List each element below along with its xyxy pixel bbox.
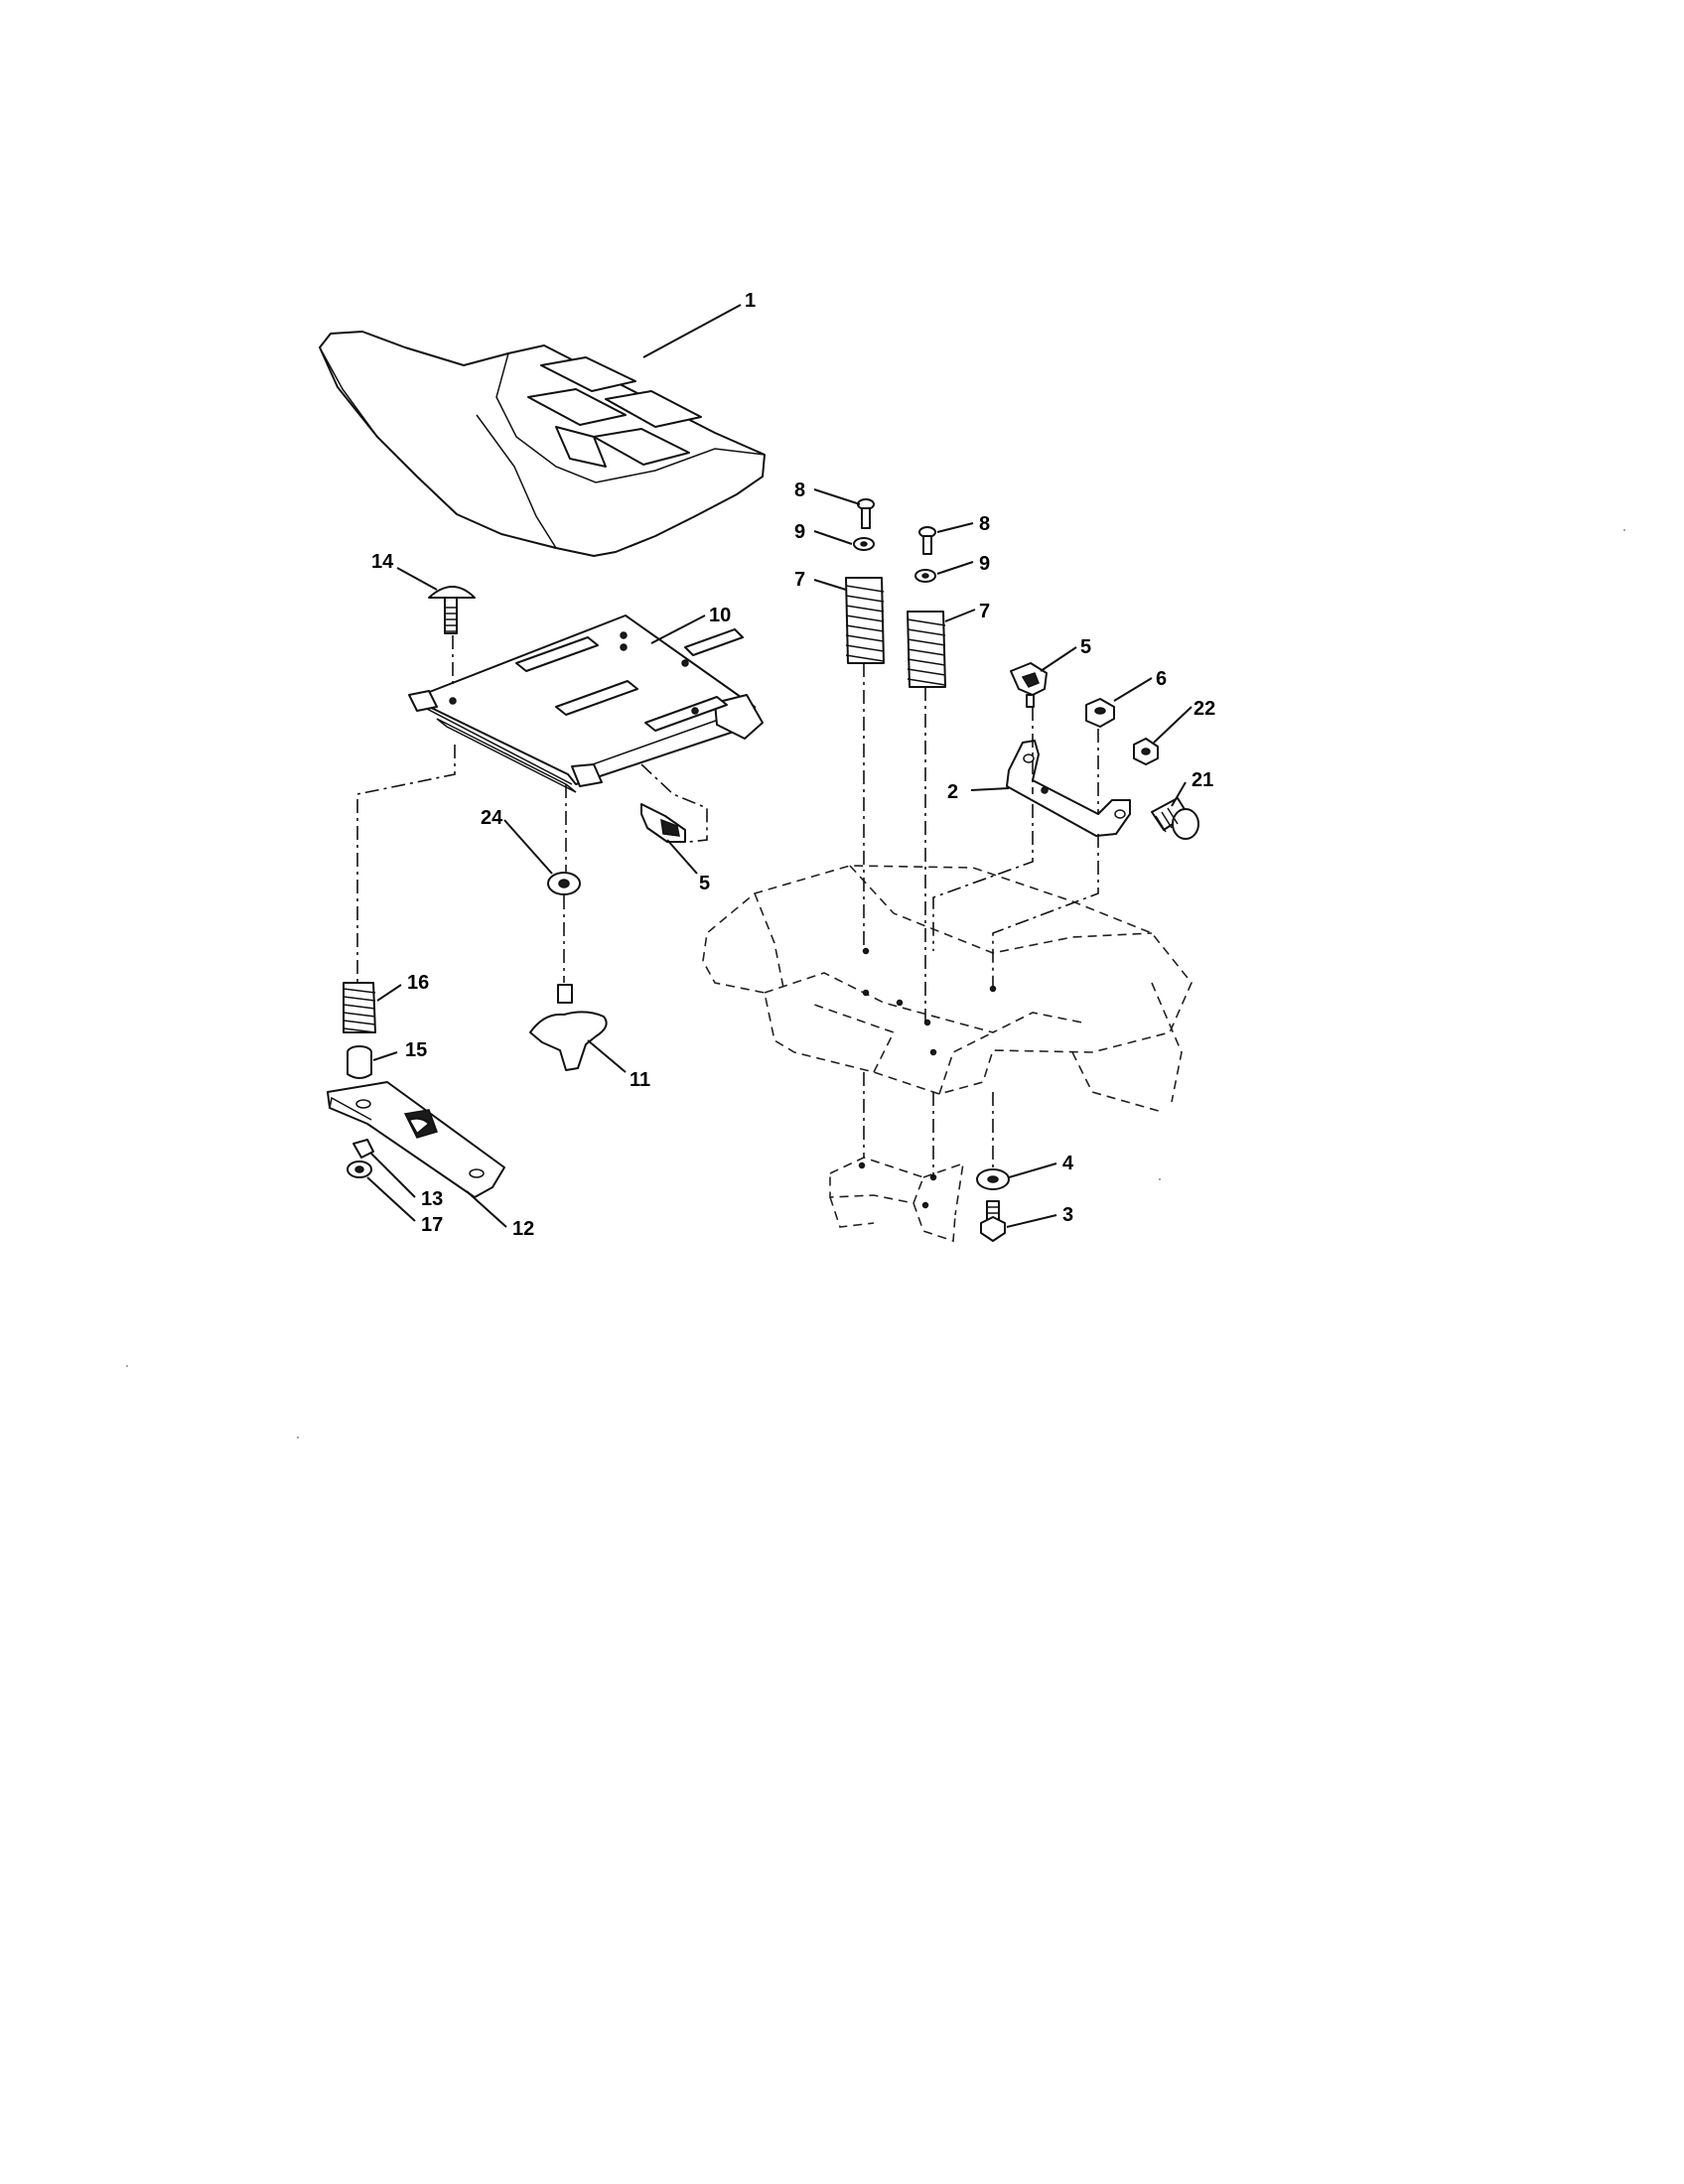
callout-21: 21 xyxy=(1192,769,1213,791)
callout-15: 15 xyxy=(405,1039,427,1061)
seat-pan xyxy=(408,614,764,793)
callout-6: 6 xyxy=(1156,668,1167,690)
seat xyxy=(319,331,766,557)
nut-22 xyxy=(1133,738,1159,765)
adjustment-knob xyxy=(529,984,608,1071)
washer-4 xyxy=(976,1168,1010,1190)
spring-7-left xyxy=(845,577,885,664)
washer-9-left xyxy=(853,537,875,551)
callout-8-right: 8 xyxy=(979,513,990,535)
nut-13 xyxy=(352,1139,374,1159)
slide-plate xyxy=(327,1081,505,1198)
spring-16 xyxy=(343,982,376,1033)
callout-12: 12 xyxy=(512,1218,534,1240)
bolt-8-left xyxy=(857,498,875,529)
snap-clip-left xyxy=(640,803,686,843)
callout-5-right: 5 xyxy=(1080,636,1091,658)
callout-5-left: 5 xyxy=(699,873,710,894)
callout-2: 2 xyxy=(947,781,958,803)
shoulder-bolt xyxy=(1151,797,1199,840)
tractor-frame-phantom xyxy=(702,865,1193,1243)
callout-7-left: 7 xyxy=(794,569,805,591)
callout-9-right: 9 xyxy=(979,553,990,575)
callout-11: 11 xyxy=(630,1069,650,1091)
bushing-15 xyxy=(347,1045,372,1079)
callout-13: 13 xyxy=(421,1188,443,1210)
callout-labels: 1 2 3 4 5 5 6 7 7 8 8 9 9 10 11 12 13 14… xyxy=(371,290,1215,1240)
mounting-bracket xyxy=(1006,740,1131,837)
callout-7-right: 7 xyxy=(979,601,990,622)
callout-9-left: 9 xyxy=(794,521,805,543)
bolt-8-right xyxy=(918,526,936,555)
alignment-guides xyxy=(356,635,1099,1177)
callout-8-left: 8 xyxy=(794,479,805,501)
leader-lines xyxy=(366,304,1193,1228)
washer-17 xyxy=(347,1160,372,1178)
carriage-bolt xyxy=(428,586,476,634)
callout-10: 10 xyxy=(709,605,731,626)
callout-24: 24 xyxy=(481,807,503,829)
callout-14: 14 xyxy=(371,551,394,573)
callout-16: 16 xyxy=(407,972,429,994)
callout-1: 1 xyxy=(745,290,756,312)
nut-6 xyxy=(1085,698,1115,728)
callout-17: 17 xyxy=(421,1214,443,1236)
hex-bolt-3 xyxy=(980,1200,1006,1242)
snap-clip-right xyxy=(1010,662,1048,708)
callout-22: 22 xyxy=(1193,698,1215,720)
spring-7-right xyxy=(907,611,946,688)
washer-9-right xyxy=(914,569,936,583)
scan-specks xyxy=(126,529,1625,1438)
callout-3: 3 xyxy=(1062,1204,1073,1226)
callout-4: 4 xyxy=(1062,1153,1074,1174)
washer-24 xyxy=(547,872,581,895)
